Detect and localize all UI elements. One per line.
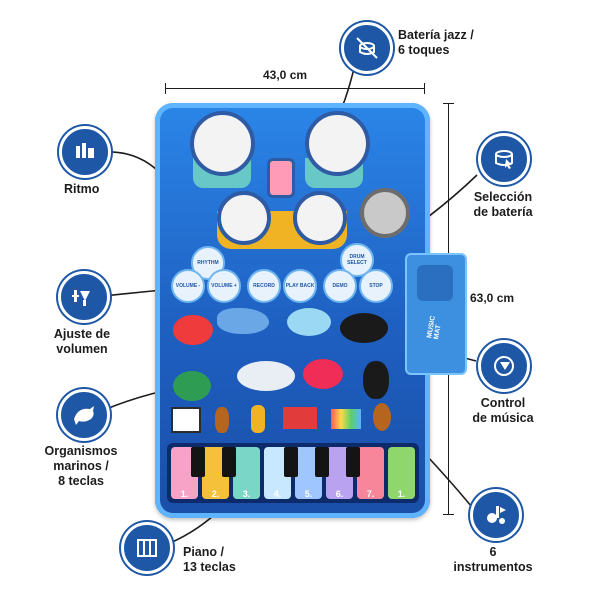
volume-plus-button[interactable]: VOLUME +	[207, 269, 241, 303]
piano-black-key[interactable]	[315, 447, 329, 477]
width-dimension-tick-right	[424, 83, 425, 94]
rhythm-label: Ritmo	[64, 182, 100, 196]
piano-icon	[121, 522, 173, 574]
piano-instrument-pad[interactable]	[171, 407, 201, 433]
piano-black-key[interactable]	[284, 447, 298, 477]
height-dimension-tick-bottom	[443, 514, 454, 515]
volume-icon	[58, 271, 110, 323]
record-button[interactable]: RECORD	[247, 269, 281, 303]
volume-minus-button[interactable]: VOLUME -	[171, 269, 205, 303]
width-dimension-tick-left	[165, 83, 166, 94]
drum-select-icon	[478, 133, 530, 185]
drum-kit-label: Batería jazz /6 toques	[398, 28, 474, 57]
dolphin-pad[interactable]	[287, 308, 331, 336]
drum-pad-2[interactable]	[305, 111, 370, 176]
guitar-instrument-pad[interactable]	[373, 403, 391, 431]
turtle-pad[interactable]	[173, 371, 211, 401]
drum-pad-3[interactable]	[217, 191, 271, 245]
drum-pad-1[interactable]	[190, 111, 255, 176]
shark-pad[interactable]	[217, 308, 269, 334]
seal-pad[interactable]	[237, 361, 295, 391]
piano-keyboard: 1. 2. 3. 4. 5. 6. 7. 1.	[167, 443, 419, 503]
piano-black-key[interactable]	[346, 447, 360, 477]
penguin-pad[interactable]	[363, 361, 389, 399]
play-back-button[interactable]: PLAY BACK	[283, 269, 317, 303]
drum-pad-6[interactable]	[267, 158, 295, 198]
piano-black-key[interactable]	[222, 447, 236, 477]
crab-pad[interactable]	[173, 315, 213, 345]
rhythm-icon	[59, 126, 111, 178]
drum-no-icon	[341, 22, 393, 74]
orca-pad[interactable]	[340, 313, 388, 343]
demo-button[interactable]: DEMO	[323, 269, 357, 303]
piano-black-key[interactable]	[191, 447, 205, 477]
stop-button[interactable]: STOP	[359, 269, 393, 303]
height-dimension-tick-top	[443, 103, 454, 104]
dolphin-icon	[58, 389, 110, 441]
width-dimension-label: 43,0 cm	[263, 68, 308, 82]
cymbal-pad[interactable]	[360, 188, 410, 238]
accordion-instrument-pad[interactable]	[283, 407, 317, 429]
piano-label: Piano /13 teclas	[183, 545, 236, 574]
piano-key[interactable]: 1.	[388, 447, 415, 499]
width-dimension-line	[165, 88, 425, 89]
saxophone-instrument-pad[interactable]	[251, 405, 265, 433]
controller-label: MUSIC MAT	[426, 315, 443, 340]
drum-pad-4[interactable]	[293, 191, 347, 245]
height-dimension-label: 63,0 cm	[470, 291, 515, 305]
xylophone-instrument-pad[interactable]	[331, 409, 361, 429]
violin-instrument-pad[interactable]	[215, 407, 229, 433]
controller-speaker	[417, 265, 453, 301]
music-mat: RHYTHM DRUM SELECT VOLUME - VOLUME + REC…	[155, 103, 430, 518]
piano-key[interactable]: 3.	[233, 447, 260, 499]
piano-key[interactable]: 7.	[357, 447, 384, 499]
music-controller[interactable]: MUSIC MAT	[405, 253, 467, 375]
music-control-icon	[478, 340, 530, 392]
instruments-icon	[470, 489, 522, 541]
fish-pad[interactable]	[303, 359, 343, 389]
